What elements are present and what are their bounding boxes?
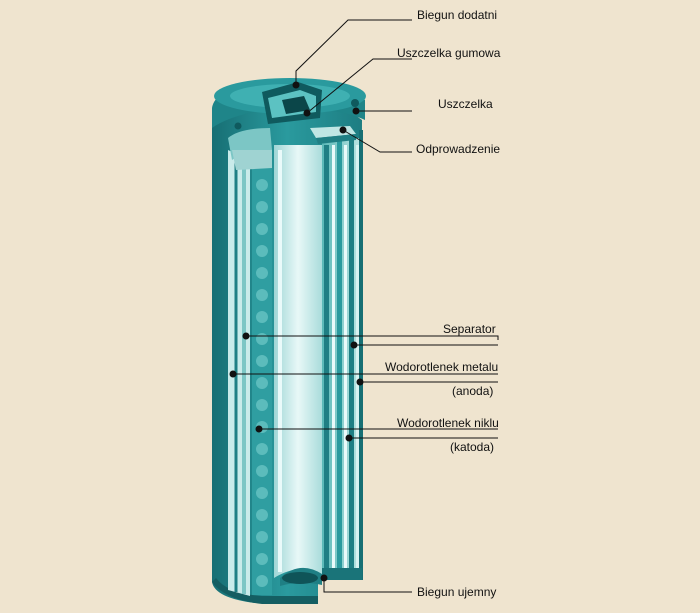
label-rubber-gasket: Uszczelka gumowa: [397, 46, 501, 60]
label-cathode: (katoda): [450, 440, 495, 454]
leader-dots: [229, 81, 364, 582]
layered-electrodes: [322, 130, 363, 580]
label-anode: (anoda): [452, 384, 494, 398]
top-cap: [212, 78, 366, 170]
label-separator: Separator: [443, 322, 496, 336]
label-metal-hydroxide: Wodorotlenek metalu: [385, 360, 499, 374]
label-negative-terminal: Biegun ujemny: [417, 585, 497, 599]
label-lead: Odprowadzenie: [416, 142, 501, 156]
label-gasket: Uszczelka: [438, 97, 493, 111]
anode-pores: [256, 179, 268, 587]
leader-lines: [233, 19, 499, 593]
cutaway-interior: [228, 145, 322, 596]
label-nickel-hydroxide: Wodorotlenek niklu: [397, 416, 499, 430]
label-positive-terminal: Biegun dodatni: [417, 8, 498, 22]
